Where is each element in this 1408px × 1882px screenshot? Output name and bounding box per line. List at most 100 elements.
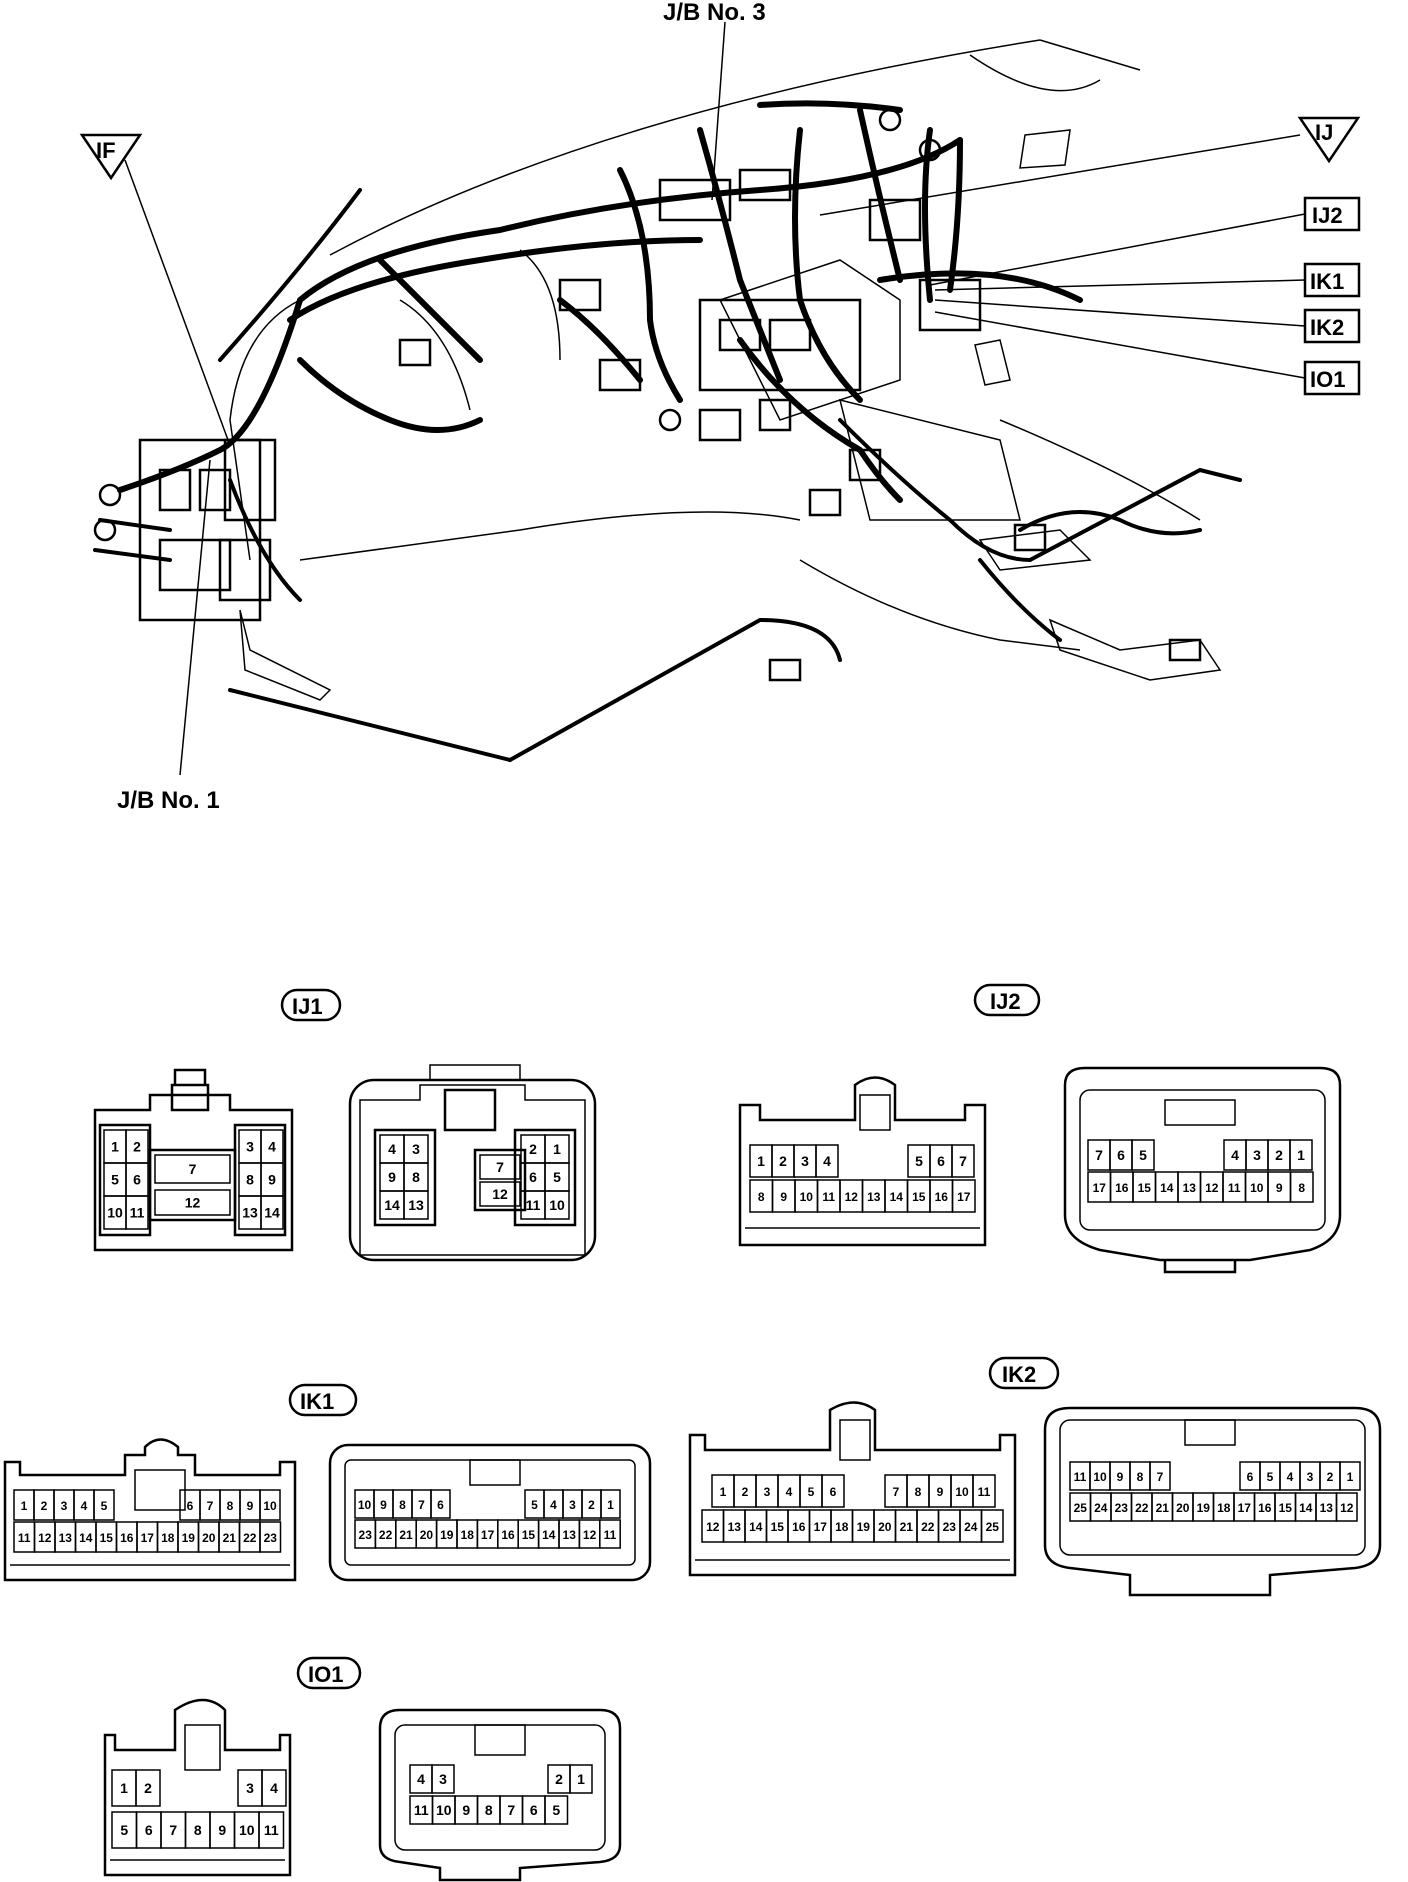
ij2-male-pin-14: 14: [890, 1190, 904, 1204]
ij2-female-pin-9: 9: [1276, 1181, 1283, 1195]
ij2-female-pin-11: 11: [1228, 1181, 1241, 1195]
ij2-female-connector: [1063, 1066, 1342, 1274]
io1-male-pin-2-cell: [135, 1769, 161, 1807]
io1-female-pin-4: 4: [417, 1771, 425, 1787]
ik1-male-pin-17: 17: [141, 1531, 155, 1545]
io1-male-pin-7: 7: [169, 1822, 177, 1838]
ij1-female-pin-13-cell: [403, 1190, 429, 1220]
io1-male-pin-2: 2: [144, 1780, 152, 1796]
ik2-female-pin-14: 14: [1299, 1501, 1313, 1515]
ik1-male-pin-23: 23: [264, 1531, 278, 1545]
ik2-male-pin-3: 3: [764, 1485, 771, 1499]
ik2-female-pin-21: 21: [1156, 1501, 1170, 1515]
ik2-female-pin-13: 13: [1320, 1501, 1334, 1515]
ij2-female-pin-3: 3: [1253, 1147, 1261, 1163]
io1-male-pin-9: 9: [218, 1822, 226, 1838]
ik1-male-pin-7: 7: [207, 1499, 214, 1513]
ik2-female-pin-12-cell: [1335, 1492, 1358, 1522]
ik1-male-pin-3: 3: [61, 1499, 68, 1513]
ik2-male-pin-6: 6: [830, 1485, 837, 1499]
ik1-male-pin-22: 22: [243, 1531, 257, 1545]
if-label: IF: [96, 138, 116, 163]
ik2-male-pin-13: 13: [728, 1520, 742, 1534]
ij1-male-pin-7: 7: [189, 1161, 197, 1177]
ik1-male-pin-18: 18: [161, 1531, 175, 1545]
ij1-female-pin-8: 8: [412, 1169, 420, 1185]
ik2-male-pin-17: 17: [814, 1520, 828, 1534]
ij1-male-pin-11-cell: [125, 1195, 149, 1230]
io1-male-pin-3: 3: [246, 1780, 254, 1796]
ik2-male-pin-6-cell: [821, 1474, 845, 1508]
connector-title-ij1: IJ1: [280, 988, 342, 1022]
svg-text:IJ1: IJ1: [292, 994, 323, 1019]
ij2-callout: IJ2: [929, 196, 1361, 286]
ik1-male-pin-9: 9: [247, 1499, 254, 1513]
ik1-male-pin-10-cell: [259, 1489, 281, 1521]
connector-title-ik2: IK2: [988, 1356, 1060, 1390]
ij1-female-pin-5: 5: [553, 1169, 561, 1185]
ik2-male-pin-7: 7: [893, 1485, 900, 1499]
ij-label: IJ: [1315, 120, 1333, 145]
io1-female-connector: [378, 1708, 622, 1882]
ik1-female-pin-1-cell: [600, 1489, 621, 1519]
ij2-female-pin-17: 17: [1093, 1181, 1107, 1195]
ik1-male-pin-2: 2: [41, 1499, 48, 1513]
ik2-female-pin-2: 2: [1327, 1470, 1334, 1484]
ij2-female-pin-5-cell: [1131, 1139, 1155, 1171]
ik2-male-pin-16: 16: [792, 1520, 806, 1534]
ik1-callout: IK1: [934, 262, 1361, 298]
connector-title-io1: IO1: [296, 1656, 362, 1690]
ij1-female-pin-1: 1: [553, 1141, 561, 1157]
ik2-male-pin-18: 18: [835, 1520, 849, 1534]
ik1-male-pin-6: 6: [187, 1499, 194, 1513]
ik1-female-pin-8: 8: [399, 1498, 406, 1512]
ik1-female-pin-11: 11: [604, 1528, 617, 1542]
ik1-male-pin-13: 13: [59, 1531, 73, 1545]
ij2-label: IJ2: [1312, 203, 1343, 228]
io1-male-connector: [103, 1698, 292, 1877]
ik2-male-pin-11: 11: [978, 1485, 991, 1499]
ij2-female-pin-15: 15: [1138, 1181, 1152, 1195]
io1-male-pin-4-cell: [261, 1769, 287, 1807]
ik1-female-pin-19: 19: [440, 1528, 454, 1542]
ij2-female-pin-1-cell: [1289, 1139, 1313, 1171]
ij2-male-pin-5: 5: [915, 1153, 923, 1169]
ij2-female-pin-14: 14: [1160, 1181, 1174, 1195]
ik2-male-pin-25: 25: [986, 1520, 1000, 1534]
ij2-male-pin-7-cell: [951, 1144, 975, 1178]
ij1-male-pin-7-cell: [154, 1154, 231, 1184]
ik2-female-pin-22: 22: [1135, 1501, 1149, 1515]
jb1-label: J/B No. 1: [117, 787, 220, 814]
ik1-male-pin-14: 14: [79, 1531, 93, 1545]
ik1-female-pin-13: 13: [563, 1528, 577, 1542]
ik1-female-pin-11-cell: [599, 1519, 621, 1549]
ij1-female-pin-4: 4: [388, 1141, 396, 1157]
ij2-female-pin-8: 8: [1298, 1181, 1305, 1195]
ik2-male-pin-10: 10: [955, 1485, 969, 1499]
ij1-female-pin-3: 3: [412, 1141, 420, 1157]
ik2-female-pin-4: 4: [1287, 1470, 1294, 1484]
ik1-label: IK1: [1310, 269, 1344, 294]
ik2-male-pin-22: 22: [921, 1520, 935, 1534]
ik1-female-pin-9: 9: [380, 1498, 387, 1512]
ik2-female-pin-15: 15: [1279, 1501, 1293, 1515]
ik1-female-pin-1: 1: [607, 1498, 614, 1512]
ik1-male-pin-12: 12: [38, 1531, 52, 1545]
ij1-female-pin-7-cell: [479, 1154, 521, 1180]
io1-callout: IO1: [934, 311, 1361, 396]
ij1-male-pin-11: 11: [130, 1205, 145, 1221]
ik2-female-pin-3: 3: [1307, 1470, 1314, 1484]
ij2-female-pin-12: 12: [1205, 1181, 1219, 1195]
ij2-male-pin-16: 16: [935, 1190, 949, 1204]
io1-male-pin-11: 11: [264, 1822, 279, 1838]
ij1-male-pin-14-cell: [260, 1195, 284, 1230]
ij1-male-pin-12: 12: [185, 1195, 201, 1211]
ik1-female-pin-22: 22: [379, 1528, 393, 1542]
ij1-female-pin-2: 2: [529, 1141, 537, 1157]
ik2-female-pin-16: 16: [1258, 1501, 1272, 1515]
ik1-male-pin-5-cell: [93, 1489, 115, 1521]
ik1-female-pin-12: 12: [583, 1528, 597, 1542]
ik1-female-pin-15: 15: [522, 1528, 536, 1542]
